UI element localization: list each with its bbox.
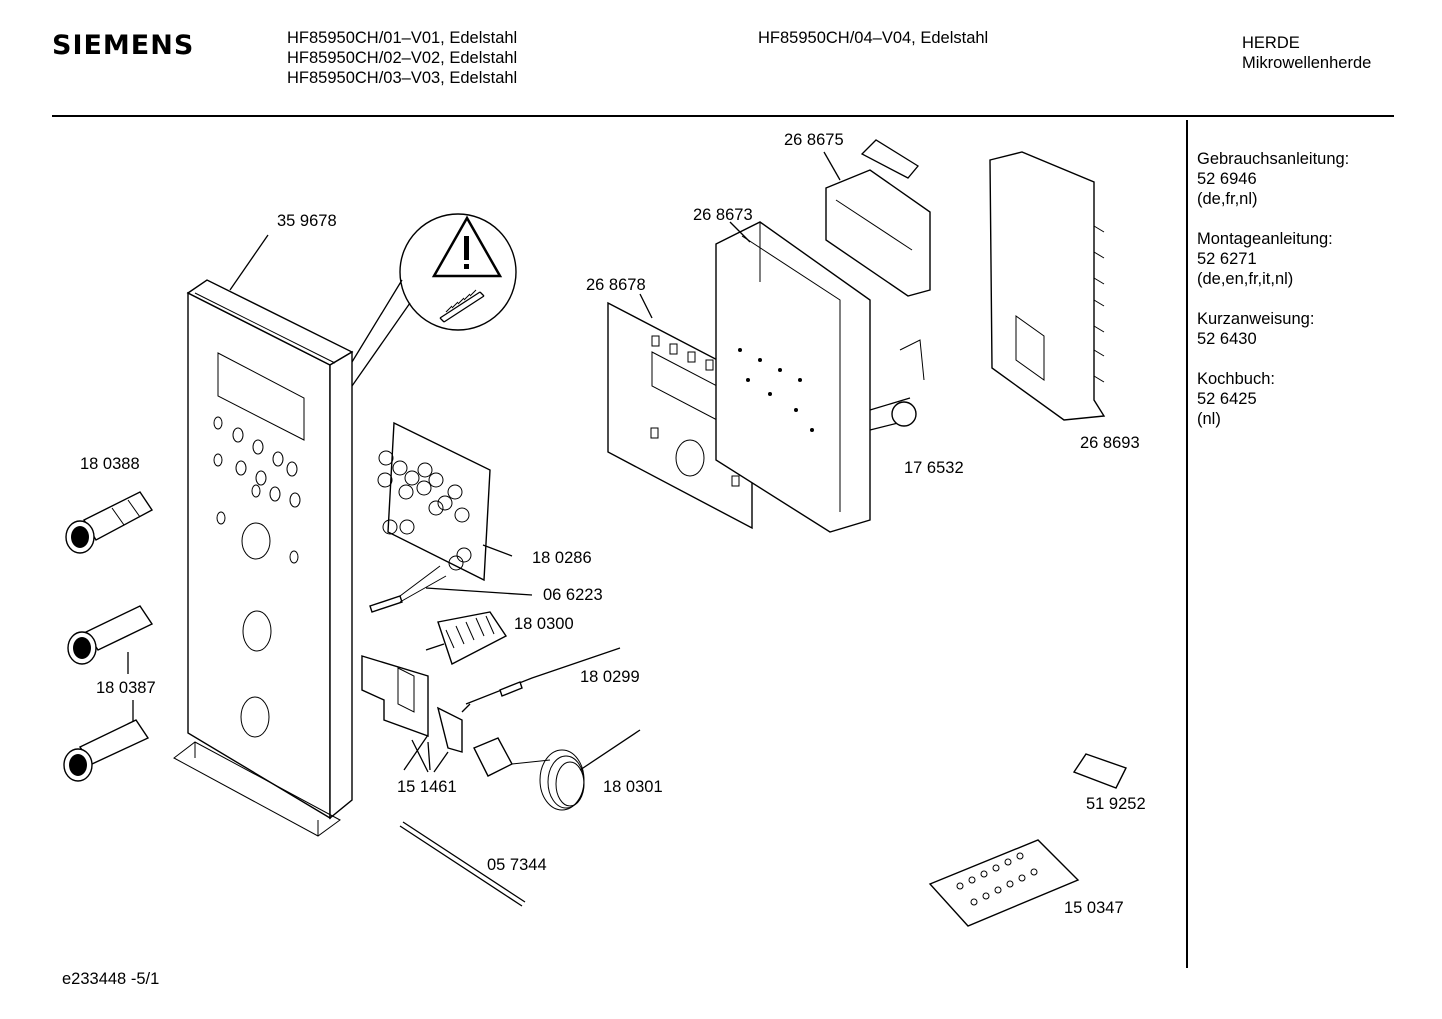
part-label: 18 0299 [580,668,640,686]
knobs-drawing [63,491,154,782]
part-label: 17 6532 [904,459,964,477]
power-module-drawing [825,139,931,381]
category-title: HERDE [1242,34,1300,52]
leader-lines [229,151,841,771]
part-label: 26 8673 [693,206,753,224]
category-subtitle: Mikrowellenherde [1242,54,1372,72]
document-entry: Kochbuch: 52 6425 (nl) [1197,369,1349,429]
documents-panel: Gebrauchsanleitung: 52 6946 (de,fr,nl) M… [1197,149,1349,449]
control-panel-drawing [173,279,354,837]
sensor-wire-drawing [461,647,621,713]
document-title: Gebrauchsanleitung: [1197,150,1350,168]
part-label: 15 0347 [1064,899,1124,917]
brand-logo: SIEMENS [52,30,195,61]
part-label: 26 8678 [586,276,646,294]
selector-switch-drawing [425,611,508,665]
document-number: 52 6430 [1197,330,1257,348]
product-category: HERDE Mikrowellenherde [1242,33,1371,73]
document-languages: (nl) [1197,410,1221,428]
screw-bag-drawing [928,839,1080,927]
model-line: HF85950CH/03–V03, Edelstahl [287,69,518,87]
lamp-drawing [369,565,533,613]
circuit-board-drawing [989,151,1106,421]
rating-label-drawing [1072,753,1127,789]
document-title: Montageanleitung: [1197,230,1333,248]
drawing-id: e233448 -5/1 [62,970,160,988]
sidebar-divider [1186,120,1188,968]
warning-detail-drawing [351,213,517,387]
document-title: Kurzanweisung: [1197,310,1315,328]
model-line: HF85950CH/04–V04, Edelstahl [758,29,989,47]
part-label: 51 9252 [1086,795,1146,813]
part-label: 18 0387 [96,679,156,697]
document-number: 52 6271 [1197,250,1257,268]
document-entry: Gebrauchsanleitung: 52 6946 (de,fr,nl) [1197,149,1349,209]
thermostat-drawing [473,729,641,811]
document-number: 52 6425 [1197,390,1257,408]
document-languages: (de,fr,nl) [1197,190,1258,208]
model-list: HF85950CH/01–V01, Edelstahl HF85950CH/02… [287,28,517,88]
bracket-drawing [361,655,463,773]
document-entry: Montageanleitung: 52 6271 (de,en,fr,it,n… [1197,229,1349,289]
part-label: 18 0388 [80,455,140,473]
rod-drawing [399,821,526,907]
document-languages: (de,en,fr,it,nl) [1197,270,1294,288]
document-number: 52 6946 [1197,170,1257,188]
part-label: 35 9678 [277,212,337,230]
document-title: Kochbuch: [1197,370,1275,388]
part-label: 06 6223 [543,586,603,604]
part-label: 18 0300 [514,615,574,633]
key-board-drawing [377,421,513,582]
part-label: 26 8675 [784,131,844,149]
part-label: 18 0286 [532,549,592,567]
part-label: 15 1461 [397,778,457,796]
document-entry: Kurzanweisung: 52 6430 [1197,309,1349,349]
part-label: 05 7344 [487,856,547,874]
header-divider [52,115,1394,117]
electronics-chassis-drawing [715,221,917,533]
part-label: 18 0301 [603,778,663,796]
model-line: HF85950CH/02–V02, Edelstahl [287,49,518,67]
model-line: HF85950CH/01–V01, Edelstahl [287,29,518,47]
part-label: 26 8693 [1080,434,1140,452]
